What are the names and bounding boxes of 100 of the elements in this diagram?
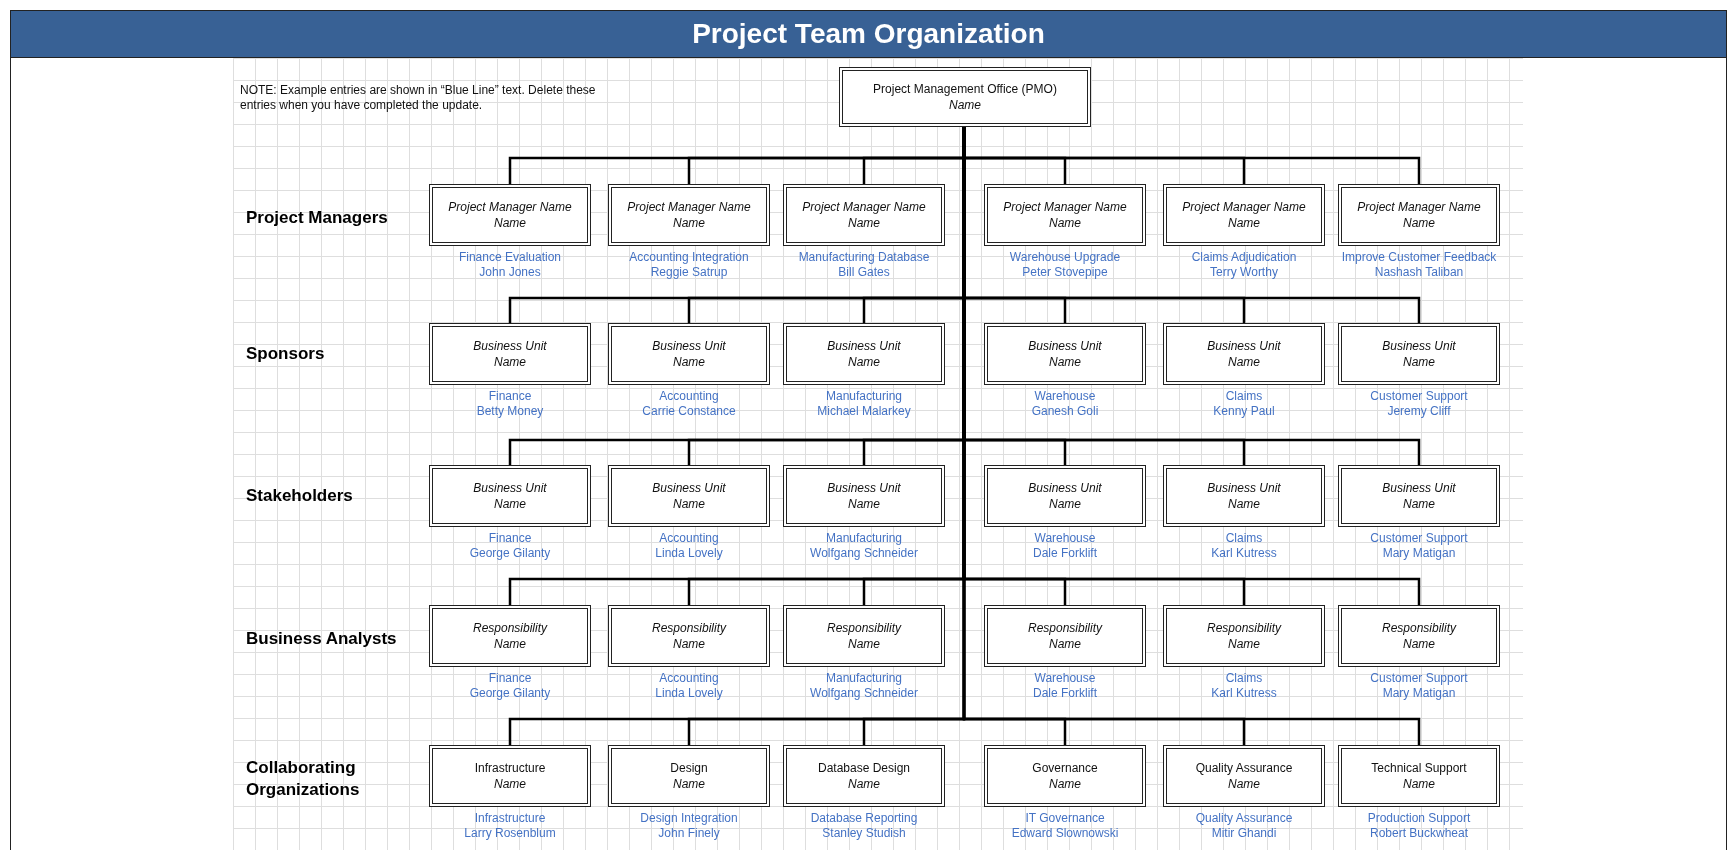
box-title: Business Unit <box>1382 338 1456 354</box>
box-name: Name <box>1403 496 1435 512</box>
example-entry: Karl Kutress <box>1210 686 1278 701</box>
example-entry: Claims <box>1224 671 1264 686</box>
box-title: Business Unit <box>652 338 726 354</box>
example-entry: Finance <box>487 671 533 686</box>
org-box <box>1163 465 1325 527</box>
box-title: Responsibility <box>1381 620 1456 636</box>
box-title: Business Unit <box>1207 480 1281 496</box>
box-title: Business Unit <box>1028 480 1102 496</box>
example-entry: Mary Matigan <box>1381 546 1457 561</box>
example-entry: Warehouse <box>1033 671 1097 686</box>
box-name: Name <box>1403 215 1435 231</box>
example-entry: Karl Kutress <box>1210 546 1278 561</box>
box-title: Business Unit <box>1382 480 1456 496</box>
example-entry: Dale Forklift <box>1032 546 1098 561</box>
box-title: Project Manager Name <box>1003 199 1127 215</box>
example-entry: Wolfgang Schneider <box>809 686 919 701</box>
example-entry: Accounting <box>658 671 720 686</box>
row-label: Collaborating Organizations <box>246 757 361 801</box>
box-name: Name <box>1228 496 1260 512</box>
example-entry: Dale Forklift <box>1032 686 1098 701</box>
box-name: Name <box>673 636 705 652</box>
org-box <box>1338 745 1500 807</box>
row-label: Sponsors <box>246 343 326 365</box>
row-label: Project Managers <box>246 207 389 229</box>
example-entry: Linda Lovely <box>654 546 724 561</box>
example-entry: Customer Support <box>1369 671 1469 686</box>
example-entry: Wolfgang Schneider <box>809 546 919 561</box>
example-entry: Accounting <box>658 531 720 546</box>
box-title: Project Manager Name <box>627 199 751 215</box>
box-title: Responsibility <box>472 620 547 636</box>
org-box <box>984 745 1146 807</box>
example-entry: Production Support <box>1366 811 1472 826</box>
title-bar: Project Team Organization <box>11 11 1726 58</box>
example-entry: Warehouse Upgrade <box>1008 250 1122 265</box>
note-text: NOTE: Example entries are shown in “Blue Line” text. Delete these entries when you have completed the update. <box>240 83 597 113</box>
box-name: Name <box>848 636 880 652</box>
example-entry: Manufacturing <box>824 671 903 686</box>
example-entry: Finance Evaluation <box>457 250 563 265</box>
example-entry: Quality Assurance <box>1194 811 1294 826</box>
org-box <box>783 605 945 667</box>
box-name: Name <box>1049 215 1081 231</box>
box-title: Governance <box>1032 760 1098 776</box>
box-name: Name <box>494 215 526 231</box>
org-box <box>1163 323 1325 385</box>
org-box <box>1338 184 1500 246</box>
box-name: Name <box>1049 776 1081 792</box>
example-entry: Peter Stovepipe <box>1021 265 1109 280</box>
box-title: Infrastructure <box>474 760 546 776</box>
box-title: Technical Support <box>1371 760 1467 776</box>
example-entry: Manufacturing <box>824 531 903 546</box>
box-name: Name <box>673 354 705 370</box>
org-box <box>1163 745 1325 807</box>
example-entry: John Jones <box>478 265 542 280</box>
org-box <box>608 323 770 385</box>
box-name: Name <box>1228 636 1260 652</box>
box-name: Name <box>848 215 880 231</box>
example-entry: Ganesh Goli <box>1030 404 1100 419</box>
example-entry: Bill Gates <box>837 265 891 280</box>
example-entry: Finance <box>487 389 533 404</box>
example-entry: Larry Rosenblum <box>463 826 557 841</box>
box-title: Business Unit <box>1028 338 1102 354</box>
org-box <box>1338 323 1500 385</box>
example-entry: Manufacturing Database <box>797 250 931 265</box>
box-title: Quality Assurance <box>1195 760 1293 776</box>
row-label: Stakeholders <box>246 485 354 507</box>
org-box <box>984 465 1146 527</box>
box-name: Name <box>1049 496 1081 512</box>
example-entry: Michael Malarkey <box>816 404 912 419</box>
example-entry: Robert Buckwheat <box>1368 826 1470 841</box>
example-entry: Customer Support <box>1369 531 1469 546</box>
box-title: Project Management Office (PMO) <box>873 81 1057 97</box>
example-entry: Reggie Satrup <box>649 265 729 280</box>
org-box <box>608 184 770 246</box>
org-box <box>783 184 945 246</box>
example-entry: IT Governance <box>1024 811 1106 826</box>
example-entry: Warehouse <box>1033 389 1097 404</box>
example-entry: Design Integration <box>639 811 739 826</box>
box-title: Project Manager Name <box>802 199 926 215</box>
box-title: Project Manager Name <box>1357 199 1481 215</box>
box-name: Name <box>949 97 981 113</box>
box-title: Responsibility <box>651 620 726 636</box>
box-name: Name <box>494 636 526 652</box>
box-name: Name <box>1049 354 1081 370</box>
box-name: Name <box>848 776 880 792</box>
box-name: Name <box>673 776 705 792</box>
example-entry: Stanley Studish <box>821 826 907 841</box>
box-name: Name <box>848 496 880 512</box>
org-box <box>984 605 1146 667</box>
org-box <box>429 465 591 527</box>
box-title: Project Manager Name <box>1182 199 1306 215</box>
box-title: Business Unit <box>827 338 901 354</box>
org-box <box>1338 465 1500 527</box>
example-entry: George Gilanty <box>468 686 552 701</box>
example-entry: Mary Matigan <box>1381 686 1457 701</box>
box-name: Name <box>1403 776 1435 792</box>
example-entry: Nashash Taliban <box>1373 265 1465 280</box>
example-entry: Customer Support <box>1369 389 1469 404</box>
example-entry: Claims <box>1224 531 1264 546</box>
